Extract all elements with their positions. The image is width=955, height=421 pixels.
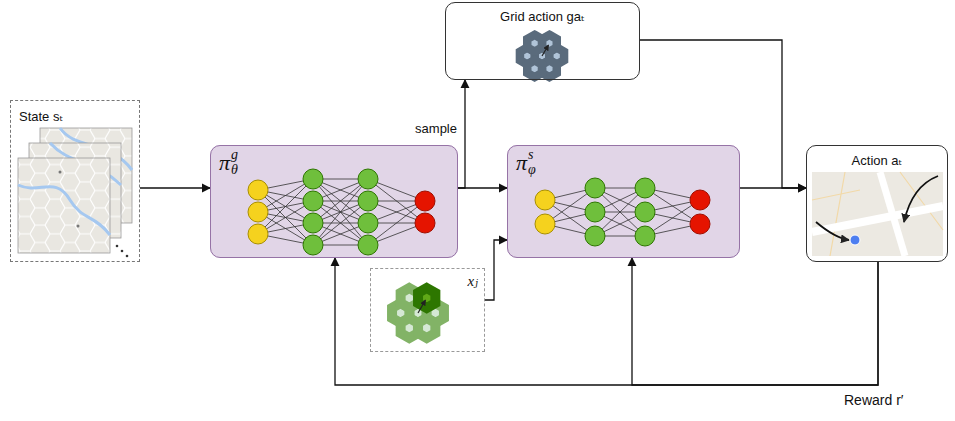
state-maps — [18, 128, 132, 257]
text-group: xⱼ — [467, 272, 478, 290]
grid-action-box: Grid action gaₜ — [445, 2, 640, 80]
node-label: Grid action gaₜ — [500, 9, 585, 24]
policy-fill — [210, 145, 458, 258]
action-map — [812, 172, 943, 256]
connector-arrow — [740, 187, 806, 188]
text-group: πsφ — [516, 148, 536, 177]
connector-arrow — [640, 40, 806, 188]
superscript: s — [528, 148, 536, 163]
connector-arrow — [458, 187, 507, 188]
neighbour-box: xⱼ — [370, 268, 485, 352]
policy-box: πgθ — [210, 145, 458, 258]
superscript: g — [231, 148, 238, 163]
connector-arrow — [140, 187, 210, 188]
policy-fill — [507, 145, 740, 258]
node-label: State sₜ — [19, 109, 63, 124]
index-stack: gθ — [231, 148, 238, 177]
subscript: φ — [528, 163, 536, 178]
edge-label: sample — [413, 121, 459, 136]
connector-arrow — [485, 240, 507, 300]
neural-nets — [248, 169, 710, 255]
subscript: θ — [231, 163, 238, 178]
text-group: Action aₜ — [852, 153, 903, 168]
policy-symbol: π — [219, 150, 230, 176]
text-group: Grid action gaₜ — [500, 9, 585, 24]
action-box: Action aₜ — [806, 145, 948, 262]
state-box: State sₜ — [10, 100, 140, 262]
text-group: πgθ — [219, 148, 238, 177]
grid-hexes — [520, 35, 564, 77]
connector-arrow — [632, 258, 878, 385]
index-stack: sφ — [528, 148, 536, 177]
text-group: State sₜ — [19, 109, 63, 124]
policy-box: πsφ — [507, 145, 740, 258]
neighbour-hexes — [392, 288, 444, 338]
node-label: Action aₜ — [852, 153, 903, 168]
policy-symbol: π — [516, 150, 527, 176]
reward-label: Reward r′ — [842, 392, 905, 408]
connector-arrow — [335, 258, 878, 385]
node-label: xⱼ — [467, 272, 478, 290]
connector-arrow — [458, 80, 465, 188]
